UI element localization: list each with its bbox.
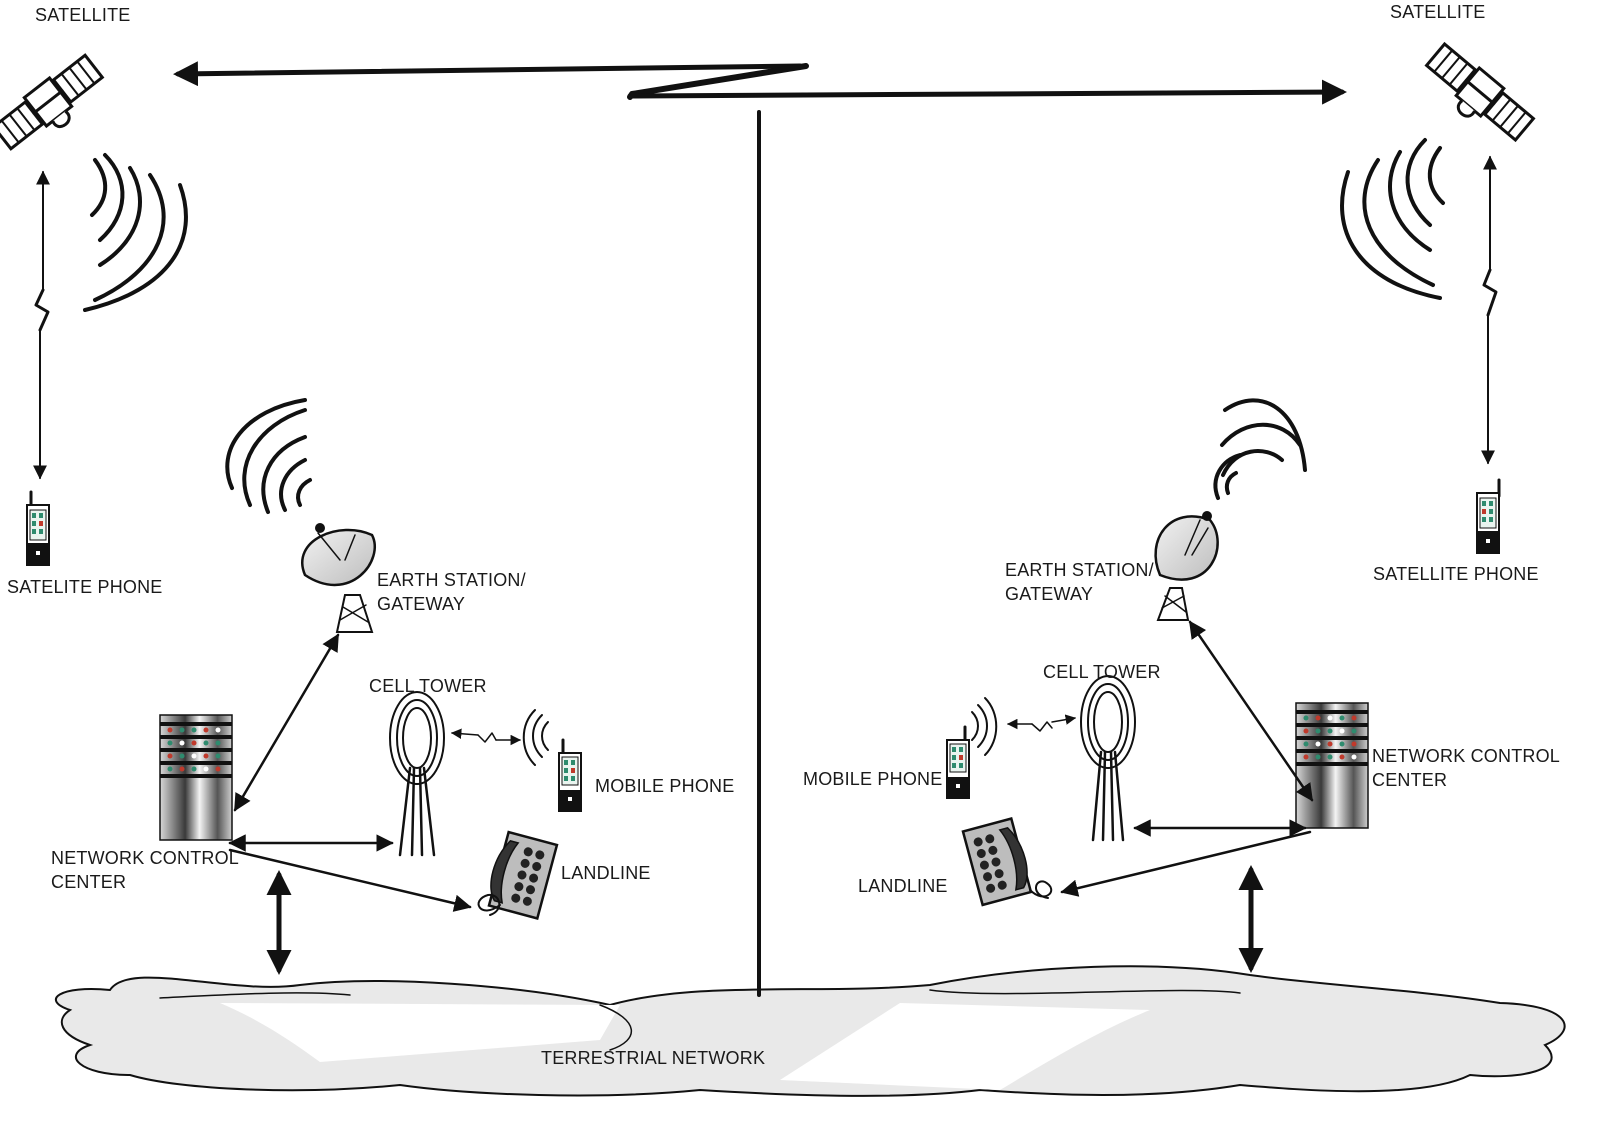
earth-station-left-waves bbox=[225, 398, 312, 514]
cell-tower-right-label: CELL TOWER bbox=[1043, 662, 1161, 682]
earth-station-right-label-line2: GATEWAY bbox=[1005, 584, 1094, 604]
mobile-phone-left-label: MOBILE PHONE bbox=[595, 776, 735, 796]
satellite-phone-left-label: SATELITE PHONE bbox=[7, 577, 163, 597]
left-connections bbox=[228, 633, 472, 975]
terrestrial-network-label: TERRESTRIAL NETWORK bbox=[541, 1048, 766, 1068]
ncc-left-label-line1: NETWORK CONTROL bbox=[51, 848, 240, 868]
landline-right-icon bbox=[961, 817, 1033, 907]
mobile-phone-right-label: MOBILE PHONE bbox=[803, 769, 943, 789]
network-control-center-left-icon bbox=[159, 714, 233, 841]
satellite-phone-right-icon bbox=[1476, 478, 1501, 554]
right-connections bbox=[1060, 620, 1314, 973]
earth-station-left-icon bbox=[301, 523, 376, 633]
earth-station-left-label-line1: EARTH STATION/ bbox=[377, 570, 526, 590]
satellite-left-icon bbox=[0, 53, 105, 151]
satellite-right-waves bbox=[1340, 138, 1445, 300]
inter-satellite-link bbox=[173, 61, 1347, 105]
cell-tower-left-label: CELL TOWER bbox=[369, 676, 487, 696]
satellite-right-icon bbox=[1424, 41, 1536, 143]
earth-station-right-icon bbox=[1154, 511, 1219, 621]
satellite-left-waves bbox=[83, 153, 188, 312]
satellite-phone-right-label: SATELLITE PHONE bbox=[1373, 564, 1539, 584]
terrestrial-network-cloud bbox=[55, 965, 1566, 1097]
satellite-left-label: SATELLITE bbox=[35, 5, 131, 25]
cell-tower-right-icon bbox=[1080, 675, 1136, 842]
landline-left-label: LANDLINE bbox=[561, 863, 651, 883]
network-control-center-right-icon bbox=[1295, 702, 1369, 829]
ncc-right-label-line1: NETWORK CONTROL bbox=[1372, 746, 1561, 766]
ncc-right-label-line2: CENTER bbox=[1372, 770, 1448, 790]
cell-to-mobile-link-right bbox=[1006, 714, 1077, 732]
satellite-right-label: SATELLITE bbox=[1390, 2, 1486, 22]
mobile-phone-left-icon bbox=[558, 738, 582, 812]
cell-tower-left-icon bbox=[389, 691, 445, 857]
mobile-phone-right-icon bbox=[946, 725, 970, 799]
landline-left-cord bbox=[477, 893, 501, 916]
satellite-phone-link-right bbox=[1481, 155, 1498, 465]
cell-to-mobile-link-left bbox=[450, 728, 522, 746]
ncc-left-label-line2: CENTER bbox=[51, 872, 127, 892]
landline-right-cord bbox=[1029, 880, 1053, 899]
landline-left-icon bbox=[487, 830, 559, 920]
earth-station-right-waves bbox=[1213, 398, 1307, 500]
mobile-phone-left-waves bbox=[522, 709, 549, 766]
landline-right-label: LANDLINE bbox=[858, 876, 948, 896]
earth-station-left-label-line2: GATEWAY bbox=[377, 594, 466, 614]
satellite-phone-left-icon bbox=[26, 490, 50, 566]
earth-station-right-label-line1: EARTH STATION/ bbox=[1005, 560, 1154, 580]
satellite-phone-link-left bbox=[33, 170, 50, 480]
mobile-phone-right-waves bbox=[971, 697, 998, 756]
